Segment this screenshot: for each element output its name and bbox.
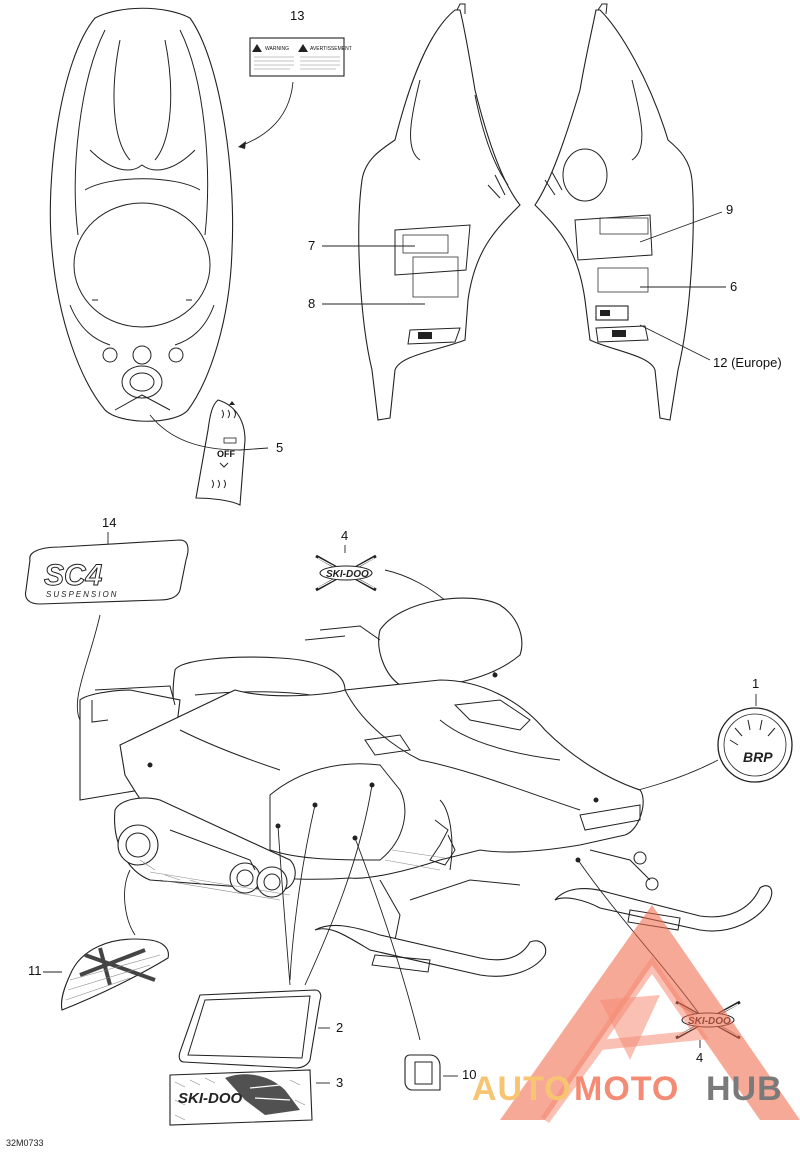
leader-12 — [639, 324, 711, 361]
callout-14: 14 — [102, 515, 116, 530]
leader-5 — [149, 414, 269, 451]
callout-4-bottom: 4 — [696, 1050, 703, 1065]
callout-7: 7 — [308, 238, 315, 253]
callout-10: 10 — [462, 1067, 476, 1082]
decal-11-shield — [60, 938, 169, 1011]
snowmobile-main-view — [79, 597, 773, 977]
decal-14-sc4-suspension: SC4 SUSPENSION — [24, 539, 189, 605]
callout-1: 1 — [752, 676, 759, 691]
suspension-text: SUSPENSION — [46, 590, 118, 599]
callout-2: 2 — [336, 1020, 343, 1035]
skidoo-logo-text-top: SKI-DOO — [326, 569, 369, 580]
warning-text: WARNING — [265, 46, 289, 52]
leader-10 — [354, 837, 421, 1041]
brp-logo-text: BRP — [743, 749, 773, 765]
callout-3: 3 — [336, 1075, 343, 1090]
decal-3-skidoo-graphic: SKI-DOO — [169, 1069, 313, 1126]
avertissement-text: AVERTISSEMENT — [310, 46, 352, 52]
callout-12: 12 (Europe) — [713, 355, 782, 370]
decal-10-small — [404, 1054, 441, 1091]
callout-8: 8 — [308, 296, 315, 311]
callout-6: 6 — [730, 279, 737, 294]
callout-11: 11 — [28, 963, 42, 978]
skidoo-graphic-text: SKI-DOO — [178, 1090, 243, 1107]
leader-13 — [239, 81, 294, 147]
callout-9: 9 — [726, 202, 733, 217]
leader-2 — [277, 784, 373, 986]
leader-11 — [124, 869, 136, 936]
callout-5: 5 — [276, 440, 283, 455]
side-panel-left — [358, 3, 521, 421]
off-text: OFF — [217, 449, 235, 459]
decal-2-panel — [178, 989, 322, 1069]
callout-4-top: 4 — [341, 528, 348, 543]
watermark-moto: MOTO — [574, 1070, 679, 1108]
sc4-logo-text: SC4 — [44, 559, 103, 592]
automotohub-watermark: AUTO MOTO HUB — [472, 905, 800, 1123]
watermark-hub: HUB — [706, 1070, 783, 1108]
watermark-auto: AUTO — [472, 1070, 572, 1108]
side-panel-right — [534, 3, 694, 421]
seat-top-view — [49, 7, 234, 422]
callout-13: 13 — [290, 8, 304, 23]
diagram-code: 32M0733 — [6, 1138, 44, 1148]
decal-5-heat-switch: OFF — [195, 399, 246, 506]
decal-4-skidoo-x-logo-top: SKI-DOO — [315, 554, 377, 592]
leader-9 — [639, 211, 723, 243]
decal-13-warning-label: WARNING AVERTISSEMENT — [249, 37, 352, 77]
decal-1-brp-logo: BRP — [717, 707, 793, 783]
